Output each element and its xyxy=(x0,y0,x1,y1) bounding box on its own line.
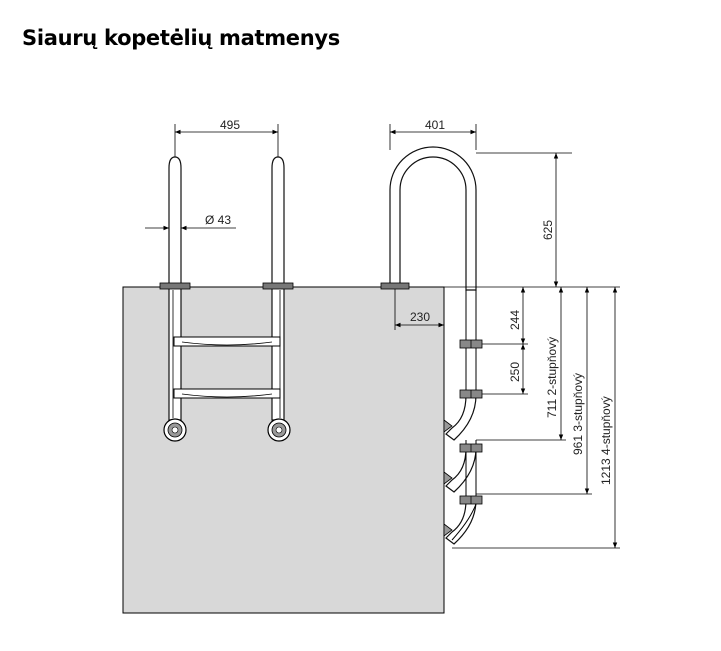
depth-3-label: 961 3-stupňový xyxy=(571,373,585,455)
height-label: 625 xyxy=(541,220,555,240)
diameter-label: Ø 43 xyxy=(205,213,231,227)
left-anchor xyxy=(159,282,191,290)
depth-2-label: 711 2-stupňový xyxy=(545,337,559,418)
width-label: 495 xyxy=(220,118,240,132)
dimension-diameter: Ø 43 xyxy=(145,213,236,231)
side-view-ladder xyxy=(380,146,483,545)
depth-4-label: 1213 4-stupňový xyxy=(599,396,613,485)
offset-label: 230 xyxy=(410,310,430,324)
side-step-1 xyxy=(459,339,483,349)
front-step-1 xyxy=(173,336,281,347)
dimension-depth-2: 711 2-stupňový xyxy=(476,287,566,441)
dimension-step1: 244 xyxy=(482,287,528,345)
dimension-depth-3: 961 3-stupňový xyxy=(476,287,592,495)
side-step-2 xyxy=(459,389,483,399)
left-bumper xyxy=(163,418,187,442)
right-bumper xyxy=(267,418,291,442)
side-handrail xyxy=(389,146,477,291)
dimension-depth: 401 xyxy=(389,118,477,150)
right-anchor xyxy=(262,282,294,290)
step-spacing-label: 250 xyxy=(508,362,522,382)
side-step-4 xyxy=(459,495,483,505)
page-title: Siaurų kopetėlių matmenys xyxy=(22,26,340,50)
side-step-3 xyxy=(459,443,483,453)
side-anchor xyxy=(380,282,410,290)
depth-label: 401 xyxy=(425,118,445,132)
dimension-width: 495 xyxy=(174,118,279,157)
dimension-offset: 230 xyxy=(394,289,444,330)
dimension-depth-4: 1213 4-stupňový xyxy=(452,287,620,549)
step1-label: 244 xyxy=(508,310,522,330)
front-view-ladder xyxy=(159,156,294,442)
dimension-step-spacing: 250 xyxy=(482,344,528,395)
front-step-2 xyxy=(173,388,281,399)
dimension-height: 625 xyxy=(476,152,572,287)
